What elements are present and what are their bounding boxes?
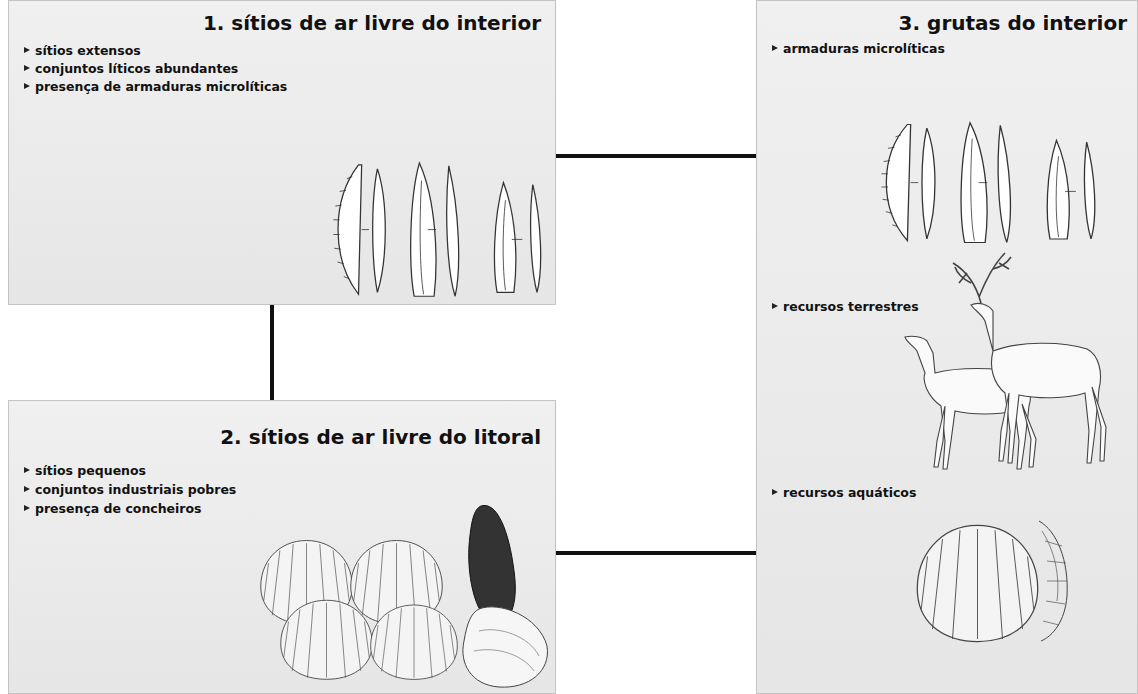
bullet-item: presença de armaduras microlíticas — [23, 79, 287, 94]
connector-line — [270, 305, 274, 400]
site-box: 1. sítios de ar livre do interior sítios … — [8, 0, 556, 305]
bullet-item: conjuntos líticos abundantes — [23, 61, 238, 76]
bullet-item: presença de concheiros — [23, 501, 202, 516]
bullet-item: armaduras microlíticas — [771, 41, 945, 56]
bullet-item: sítios pequenos — [23, 463, 146, 478]
illustrations — [757, 1, 1138, 694]
box-heading: 1. sítios de ar livre do interior — [203, 11, 541, 35]
box-heading: 2. sítios de ar livre do litoral — [220, 425, 541, 449]
site-box: 3. grutas do interior armaduras microlíti… — [756, 0, 1138, 694]
bullet-item: conjuntos industriais pobres — [23, 482, 236, 497]
bullet-item: recursos terrestres — [771, 299, 919, 314]
bullet-item: recursos aquáticos — [771, 485, 916, 500]
box-heading: 3. grutas do interior — [899, 11, 1127, 35]
connector-line — [556, 154, 756, 158]
connector-line — [556, 551, 756, 555]
bullet-item: sítios extensos — [23, 43, 141, 58]
site-box: 2. sítios de ar livre do litoral sítios p… — [8, 400, 556, 694]
